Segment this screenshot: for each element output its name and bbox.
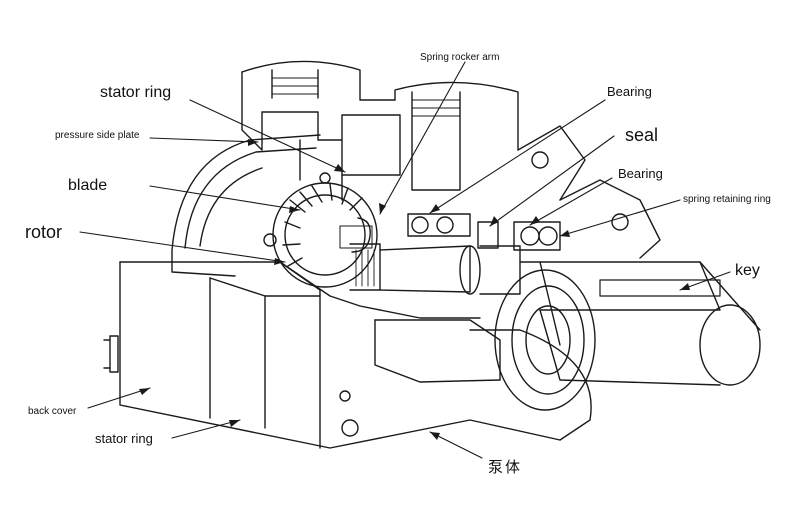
label-housing: 泵体 (488, 458, 523, 476)
shaft-assembly (349, 243, 761, 386)
bearings-seal (407, 213, 596, 411)
housing-base (103, 261, 561, 449)
label-spring-retaining-ring: spring retaining ring (683, 194, 771, 205)
label-key: key (735, 262, 760, 279)
label-back-cover: back cover (28, 406, 77, 417)
leader-lines (79, 61, 731, 459)
label-rotor: rotor (25, 222, 63, 242)
label-bearing-top: Bearing (607, 84, 652, 99)
label-blade: blade (68, 177, 108, 194)
label-stator-ring-bottom: stator ring (95, 431, 153, 446)
housing-top (241, 60, 586, 201)
label-seal: seal (625, 125, 659, 145)
label-spring-rocker-arm: Spring rocker arm (420, 52, 500, 63)
label-bearing-mid: Bearing (618, 166, 663, 181)
label-pressure-side-plate: pressure side plate (55, 130, 140, 141)
stator-body (171, 134, 331, 277)
arrow-heads (139, 139, 690, 440)
mounting-flange (469, 179, 661, 441)
rotor-assembly (272, 182, 378, 288)
label-stator-ring-top: stator ring (100, 84, 172, 101)
